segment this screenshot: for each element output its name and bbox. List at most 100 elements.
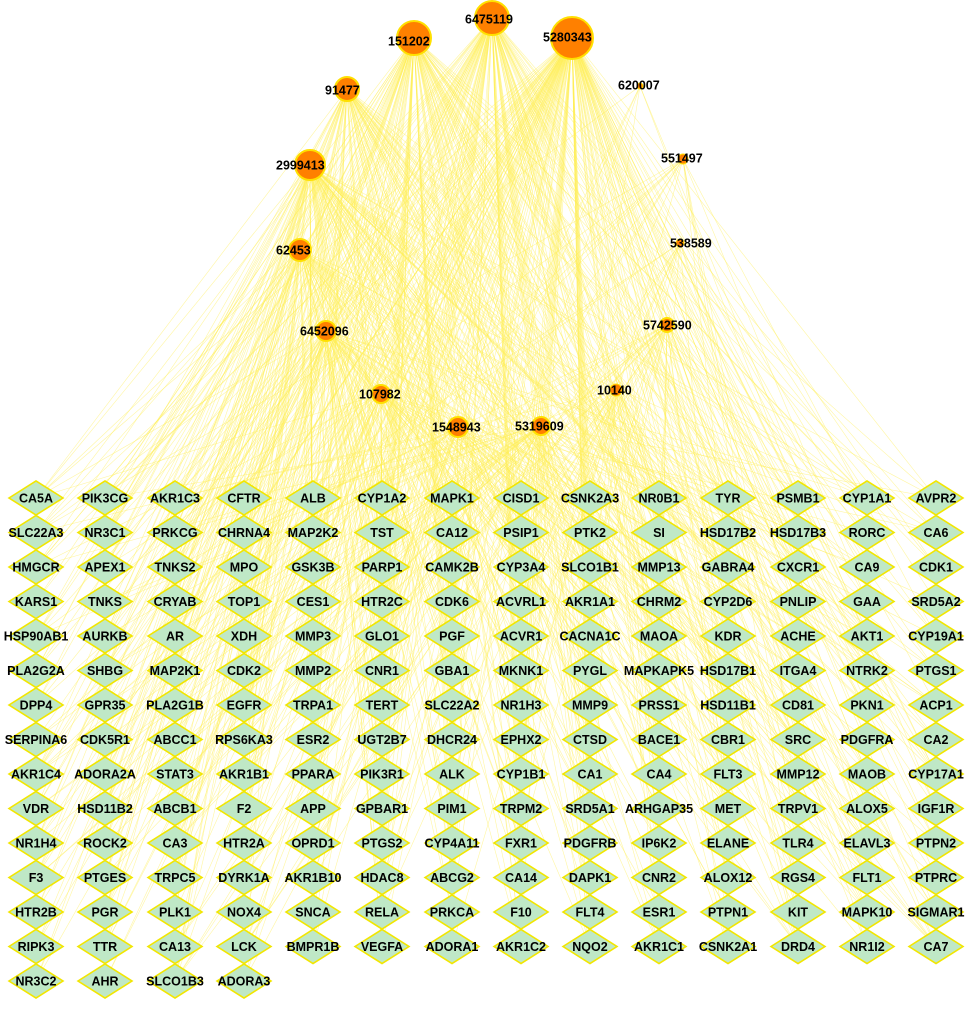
target-node[interactable]: CA14 — [492, 859, 550, 896]
target-node[interactable]: SNCA — [284, 894, 342, 930]
compound-node[interactable]: 107982 — [359, 384, 401, 404]
target-node[interactable]: PSIP1 — [492, 514, 550, 551]
target-node[interactable]: NR3C1 — [76, 514, 134, 551]
target-node[interactable]: ABCB1 — [146, 790, 204, 827]
compound-node[interactable]: 538589 — [670, 236, 712, 250]
target-node[interactable]: HSP90AB1 — [4, 618, 69, 654]
target-node[interactable]: TRPC5 — [146, 859, 204, 896]
compound-node[interactable]: 6475119 — [465, 0, 513, 36]
target-node[interactable]: PPARA — [284, 756, 342, 792]
target-node[interactable]: NR1I2 — [838, 928, 896, 965]
target-node[interactable]: MET — [699, 790, 757, 827]
compound-node[interactable]: 5319609 — [515, 416, 564, 436]
target-node[interactable]: KDR — [699, 618, 757, 654]
target-node[interactable]: NR1H3 — [492, 687, 550, 723]
target-node[interactable]: CSNK2A1 — [699, 928, 757, 965]
target-node[interactable]: PSMB1 — [769, 480, 827, 516]
target-node[interactable]: ESR1 — [630, 894, 688, 930]
target-node[interactable]: AKR1C3 — [146, 480, 204, 516]
target-node[interactable]: DRD4 — [769, 928, 827, 965]
target-node[interactable]: HSD11B1 — [699, 687, 757, 723]
target-node[interactable]: PTK2 — [561, 514, 619, 551]
target-node[interactable]: PTGS1 — [907, 652, 965, 689]
compound-node[interactable]: 151202 — [388, 20, 432, 56]
target-node[interactable]: ESR2 — [284, 721, 342, 758]
target-node[interactable]: CAMK2B — [423, 549, 481, 585]
compound-node[interactable]: 2999413 — [276, 149, 326, 181]
target-node[interactable]: MMP2 — [284, 652, 342, 689]
target-node[interactable]: PTGES — [76, 859, 134, 896]
target-node[interactable]: TRPV1 — [769, 790, 827, 827]
target-node[interactable]: ALOX5 — [838, 790, 896, 827]
compound-node[interactable]: 1548943 — [432, 416, 481, 438]
target-node[interactable]: ARHGAP35 — [625, 790, 693, 827]
target-node[interactable]: RIPK3 — [7, 928, 65, 965]
target-node[interactable]: CA4 — [630, 756, 688, 792]
target-node[interactable]: TLR4 — [769, 825, 827, 861]
target-node[interactable]: AHR — [76, 963, 134, 999]
target-node[interactable]: PYGL — [561, 652, 619, 689]
target-node[interactable]: PLA2G1B — [146, 687, 204, 723]
target-node[interactable]: CDK5R1 — [76, 721, 134, 758]
target-node[interactable]: SLC22A3 — [7, 514, 65, 551]
target-node[interactable]: FLT1 — [838, 859, 896, 896]
target-node[interactable]: PTPRC — [907, 859, 965, 896]
target-node[interactable]: AKR1C4 — [7, 756, 65, 792]
target-node[interactable]: XDH — [215, 618, 273, 654]
target-node[interactable]: BMPR1B — [284, 928, 342, 965]
target-node[interactable]: ACVR1 — [492, 618, 550, 654]
target-node[interactable]: CSNK2A3 — [561, 480, 619, 516]
target-node[interactable]: CNR1 — [353, 652, 411, 689]
target-node[interactable]: HTR2A — [215, 825, 273, 861]
target-node[interactable]: TERT — [353, 687, 411, 723]
target-node[interactable]: ITGA4 — [769, 652, 827, 689]
target-node[interactable]: MAP2K1 — [146, 652, 204, 689]
target-node[interactable]: PGF — [423, 618, 481, 654]
target-node[interactable]: HSD11B2 — [76, 790, 134, 827]
target-node[interactable]: SRC — [769, 721, 827, 758]
target-node[interactable]: PDGFRA — [838, 721, 896, 758]
target-node[interactable]: PLK1 — [146, 894, 204, 930]
target-node[interactable]: SHBG — [76, 652, 134, 689]
target-node[interactable]: PLA2G2A — [7, 652, 65, 689]
target-node[interactable]: NOX4 — [215, 894, 273, 930]
target-node[interactable]: TNKS2 — [146, 549, 204, 585]
target-node[interactable]: RPS6KA3 — [215, 721, 273, 758]
target-node[interactable]: STAT3 — [146, 756, 204, 792]
target-node[interactable]: TRPA1 — [284, 687, 342, 723]
target-node[interactable]: F3 — [7, 859, 65, 896]
target-node[interactable]: ABCC1 — [146, 721, 204, 758]
target-node[interactable]: ACVRL1 — [492, 583, 550, 620]
target-node[interactable]: ELANE — [699, 825, 757, 861]
target-node[interactable]: RELA — [353, 894, 411, 930]
target-node[interactable]: TRPM2 — [492, 790, 550, 827]
target-node[interactable]: AVPR2 — [907, 480, 965, 516]
target-node[interactable]: TOP1 — [215, 583, 273, 620]
target-node[interactable]: PDGFRB — [561, 825, 619, 861]
target-node[interactable]: SLCO1B3 — [146, 963, 204, 999]
target-node[interactable]: MMP3 — [284, 618, 342, 654]
target-node[interactable]: GAA — [838, 583, 896, 620]
target-node[interactable]: MKNK1 — [492, 652, 550, 689]
compound-node[interactable]: 91477 — [325, 76, 360, 102]
target-node[interactable]: CYP17A1 — [907, 756, 965, 792]
target-node[interactable]: CA6 — [907, 514, 965, 551]
target-node[interactable]: ABCG2 — [423, 859, 481, 896]
target-node[interactable]: CDK6 — [423, 583, 481, 620]
target-node[interactable]: HSD17B2 — [699, 514, 757, 551]
compound-node[interactable]: 6452096 — [300, 320, 349, 342]
target-node[interactable]: CHRM2 — [630, 583, 688, 620]
target-node[interactable]: F2 — [215, 790, 273, 827]
target-node[interactable]: CYP1B1 — [492, 756, 550, 792]
target-node[interactable]: MAP2K2 — [284, 514, 342, 551]
target-node[interactable]: F10 — [492, 894, 550, 930]
target-node[interactable]: EGFR — [215, 687, 273, 723]
target-node[interactable]: VDR — [7, 790, 65, 827]
target-node[interactable]: CYP4A11 — [423, 825, 481, 861]
target-node[interactable]: PARP1 — [353, 549, 411, 585]
target-node[interactable]: CD81 — [769, 687, 827, 723]
compound-node[interactable]: 551497 — [661, 151, 703, 165]
target-node[interactable]: CHRNA4 — [215, 514, 273, 551]
target-node[interactable]: OPRD1 — [284, 825, 342, 861]
target-node[interactable]: AKR1C1 — [630, 928, 688, 965]
